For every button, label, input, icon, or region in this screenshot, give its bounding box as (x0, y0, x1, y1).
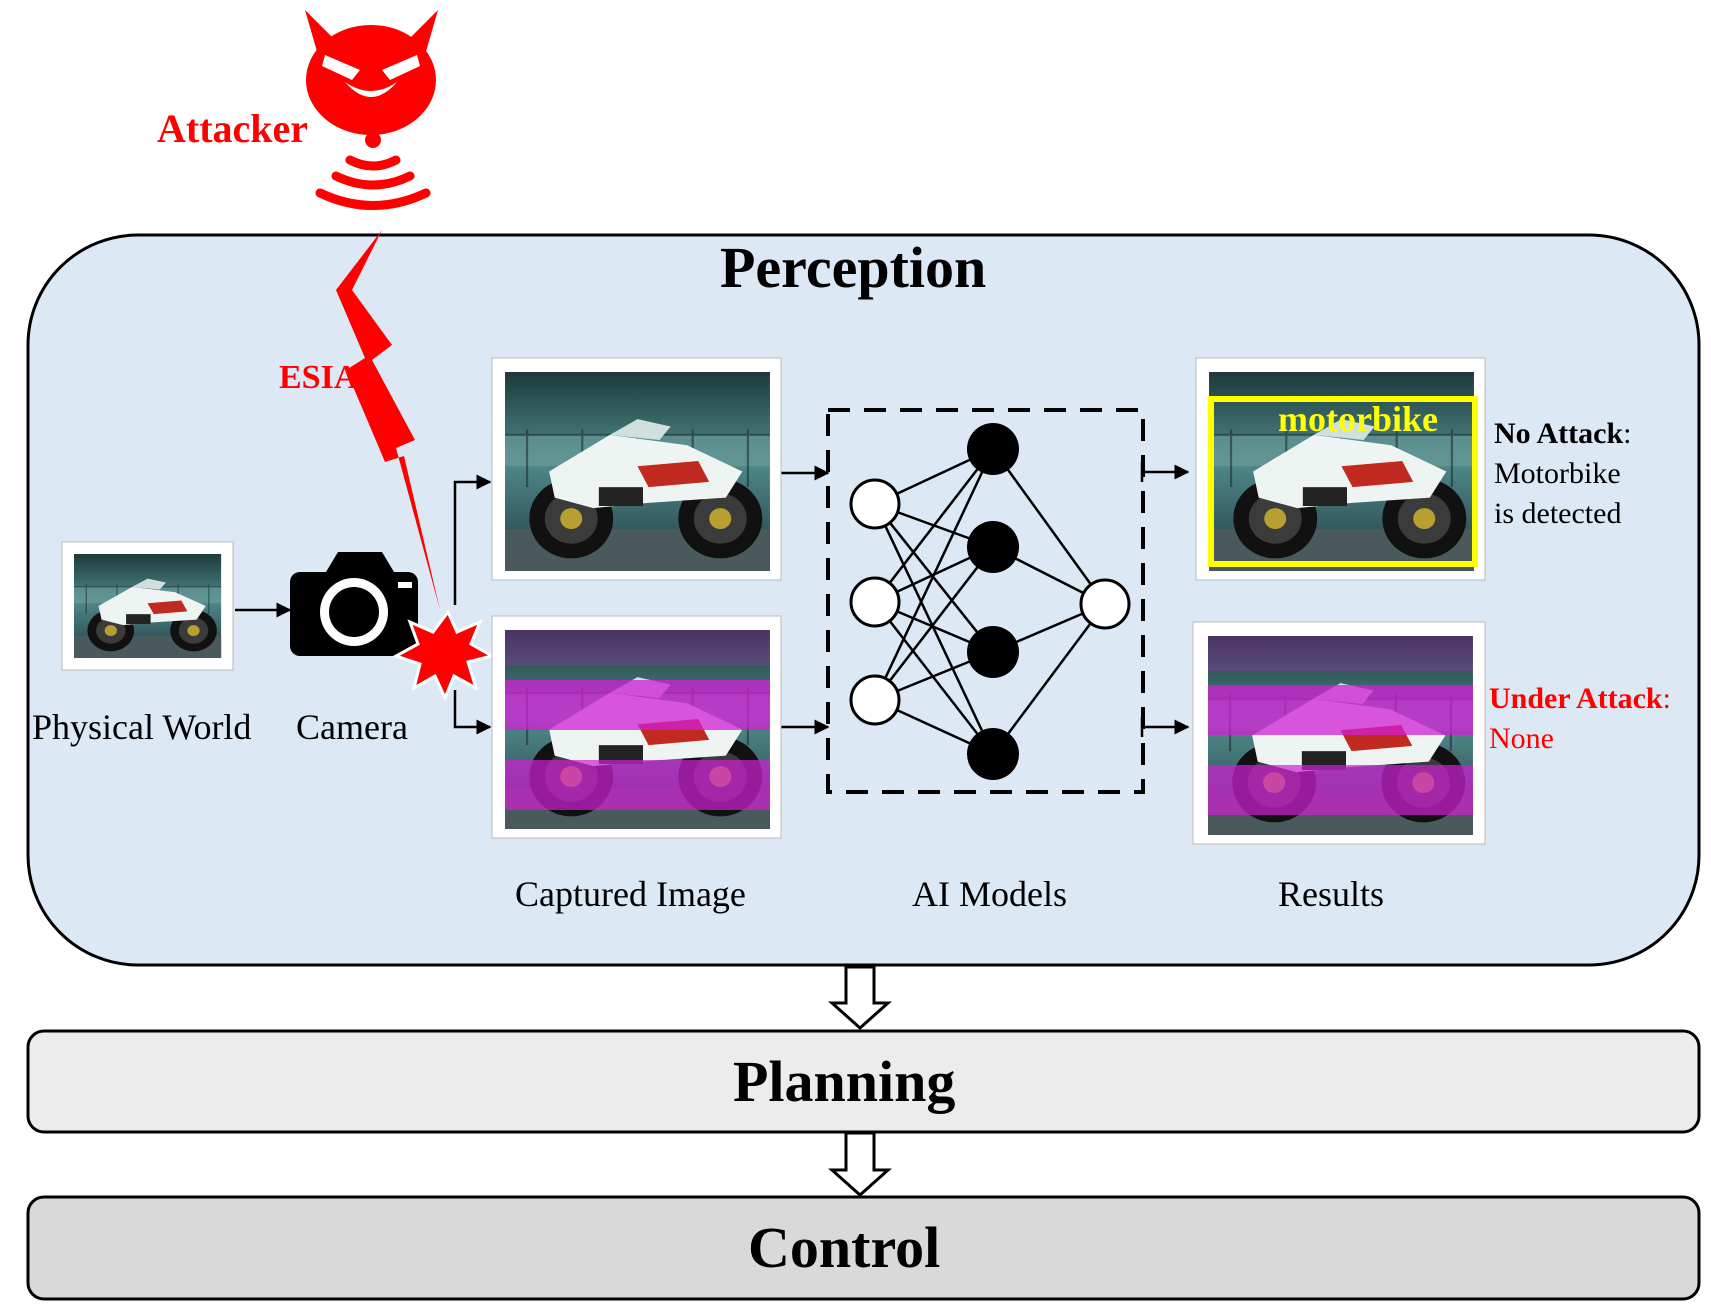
planning-title: Planning (733, 1049, 956, 1114)
under-attack-line1: None (1489, 722, 1554, 755)
control-title: Control (748, 1215, 941, 1280)
detection-tag: motorbike (1278, 399, 1438, 439)
results-label: Results (1278, 874, 1385, 914)
no-attack-line2: is detected (1494, 497, 1622, 530)
captured-image-label: Captured Image (515, 874, 746, 914)
perception-to-planning-arrow (828, 965, 892, 1031)
physical-world-image (61, 541, 234, 671)
perception-title: Perception (720, 235, 987, 300)
lightning-bolt-icon (336, 230, 440, 610)
under-attack-heading: Under Attack (1489, 682, 1663, 715)
devil-icon (305, 10, 438, 135)
planning-box (26, 1029, 1701, 1134)
signal-source-dot (365, 132, 381, 148)
explosion-icon (392, 609, 496, 702)
physical-world-label: Physical World (32, 707, 252, 747)
control-box (26, 1195, 1701, 1301)
camera-label: Camera (296, 707, 408, 747)
planning-to-control-arrow (828, 1131, 892, 1198)
attack-name-label: ESIA (279, 359, 359, 396)
no-attack-line1: Motorbike (1494, 457, 1621, 490)
result-image-detected (1195, 357, 1486, 581)
attacker-label: Attacker (157, 106, 309, 151)
camera-icon (290, 552, 418, 656)
under-attack-colon: : (1662, 682, 1671, 715)
ai-models-label: AI Models (912, 874, 1067, 914)
detection-bounding-box (1208, 396, 1478, 567)
no-attack-text: No Attack: Motorbike is detected (1494, 414, 1632, 534)
signal-waves-icon (315, 155, 431, 210)
captured-image-attacked (491, 615, 782, 839)
result-image-attacked (1192, 621, 1486, 845)
no-attack-heading: No Attack (1494, 417, 1624, 450)
under-attack-text: Under Attack: None (1489, 679, 1671, 759)
no-attack-colon: : (1623, 417, 1632, 450)
neural-network-icon (826, 408, 1145, 794)
captured-image-clean (491, 357, 782, 581)
